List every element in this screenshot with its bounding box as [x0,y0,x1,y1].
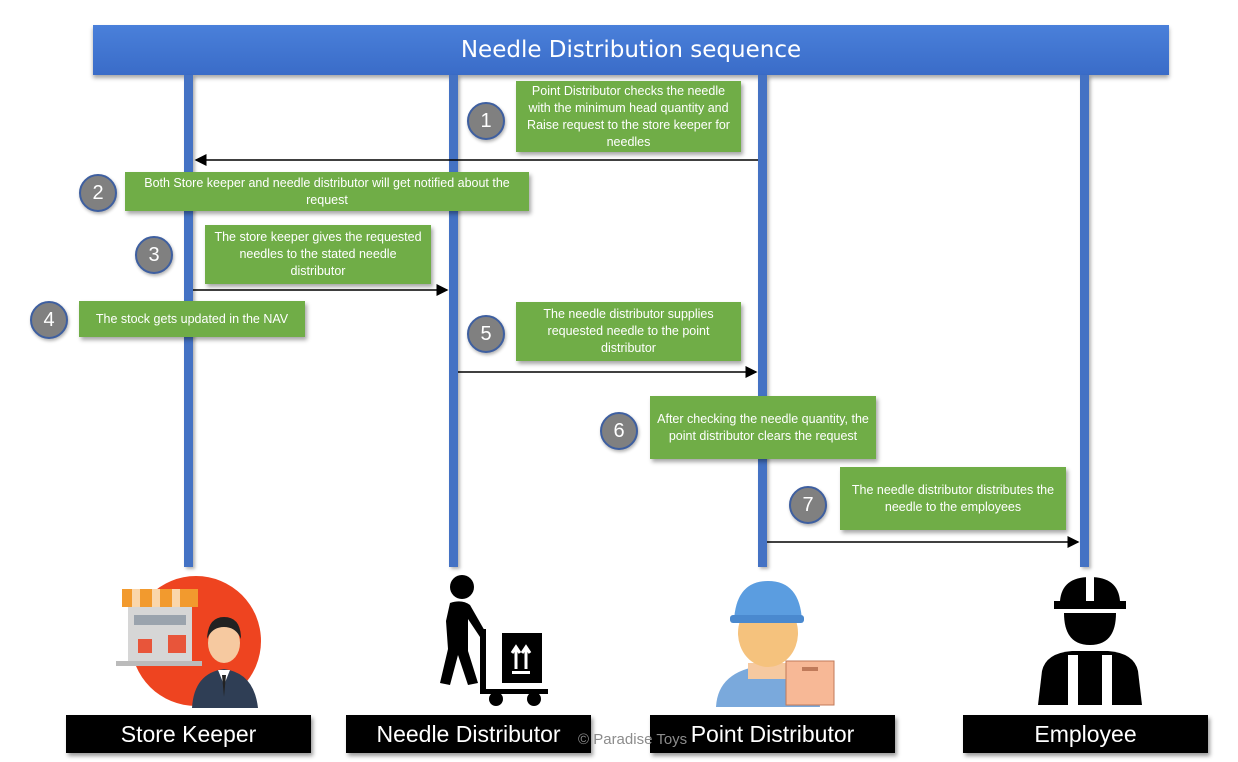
step-badge-1: 1 [467,102,505,140]
hand-truck-worker-icon [440,575,548,706]
step-badge-2: 2 [79,174,117,212]
hard-hat-worker-icon [1038,577,1142,705]
step-note-2: Both Store keeper and needle distributor… [125,172,529,211]
actor-label-store-keeper: Store Keeper [66,715,311,753]
delivery-man-icon [716,581,835,707]
actor-label-needle-distributor: Needle Distributor [346,715,591,753]
step-badge-5: 5 [467,315,505,353]
step-note-4: The stock gets updated in the NAV [79,301,305,337]
lifeline-point-distributor [758,75,767,567]
watermark: © Paradise Toys [578,731,688,748]
step-note-1: Point Distributor checks the needle with… [516,81,741,152]
step-badge-6: 6 [600,412,638,450]
actor-label-point-distributor: Point Distributor [650,715,895,753]
store-keeper-icon [116,576,261,708]
actor-label-employee: Employee [963,715,1208,753]
lifeline-needle-distributor [449,75,458,567]
step-note-6: After checking the needle quantity, the … [650,396,876,459]
step-badge-3: 3 [135,236,173,274]
step-badge-4: 4 [30,301,68,339]
step-note-5: The needle distributor supplies requeste… [516,302,741,361]
lifeline-employee [1080,75,1089,567]
step-note-3: The store keeper gives the requested nee… [205,225,431,284]
step-note-7: The needle distributor distributes the n… [840,467,1066,530]
step-badge-7: 7 [789,486,827,524]
diagram-title: Needle Distribution sequence [93,25,1169,75]
